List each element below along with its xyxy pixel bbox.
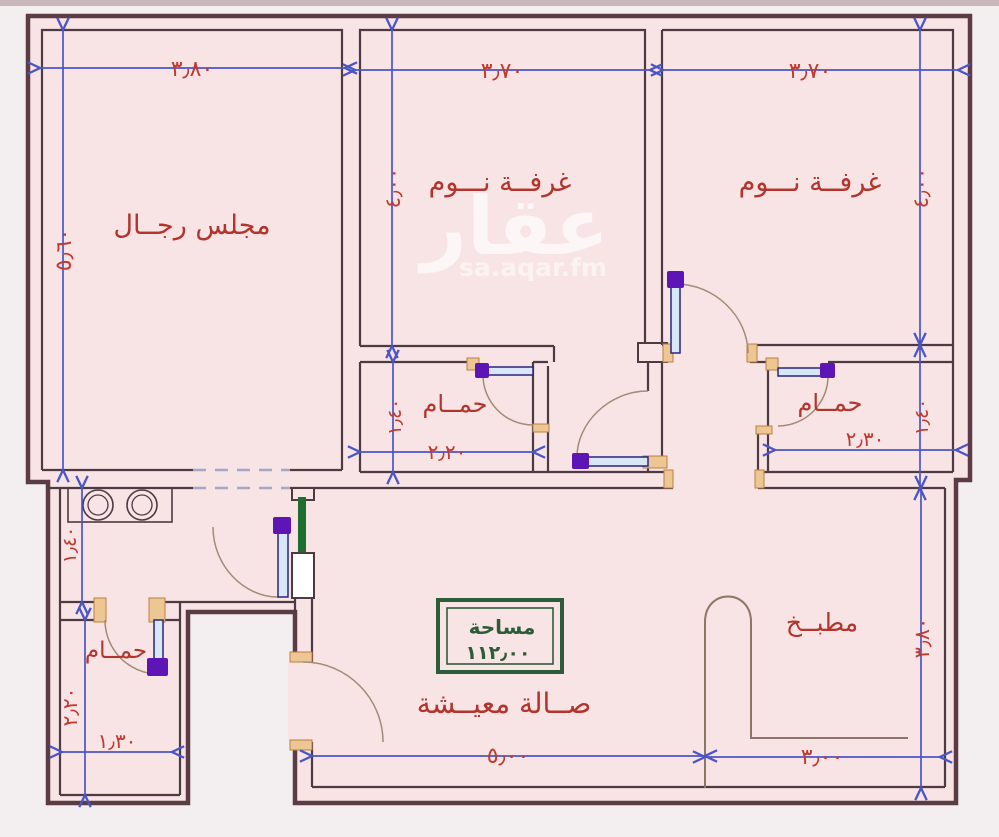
dim-bedroom-right-height: ٤٫٠٠ xyxy=(909,168,933,209)
wall-bedroom-right xyxy=(660,28,955,364)
jamb-passage-a xyxy=(663,469,674,489)
hinge-bath-mid-door xyxy=(475,363,489,378)
jamb-passage-b xyxy=(754,469,765,489)
dim-bedroom-right-width: ٣٫٧٠ xyxy=(789,59,832,84)
jamb-bath-right-b xyxy=(755,425,773,435)
dim-majlis-width: ٣٫٨٠ xyxy=(171,57,214,82)
leaf-hall-door xyxy=(277,525,289,598)
leaf-bath-mid-door xyxy=(482,366,534,376)
area-stamp-outer xyxy=(436,598,564,674)
jamb-entrance-a xyxy=(289,651,313,663)
door-jambs xyxy=(93,343,779,751)
top-edge-strip xyxy=(0,0,999,6)
wall-living xyxy=(293,488,947,789)
hinge-corridor-door xyxy=(572,453,589,469)
entrance-opening xyxy=(288,662,302,742)
hinge-hall-door xyxy=(273,517,291,534)
sink-basin-inner-right xyxy=(131,494,153,516)
arc-bath-right-door xyxy=(777,375,829,427)
dim-bedroom-mid-height: ٤٫٠٠ xyxy=(381,168,405,209)
arc-corridor-door xyxy=(576,390,649,458)
arc-hall-door xyxy=(212,526,279,598)
room-label-bath-right: حمــام xyxy=(798,389,863,417)
kitchen-partition xyxy=(704,595,908,788)
jamb-bath-right-a xyxy=(765,357,779,371)
hinge-bedroom-right-door xyxy=(667,271,684,288)
room-label-bedroom-mid: غرفــة نـــوم xyxy=(429,167,572,198)
area-stamp-inner xyxy=(446,607,554,665)
dim-hall-height: ١٫٤٠ xyxy=(59,527,81,564)
arc-bedroom-right-door xyxy=(675,283,749,354)
green-door-panel xyxy=(298,497,306,553)
room-label-bath-bottom-left: حمــام xyxy=(85,638,147,664)
room-label-bath-mid: حمــام xyxy=(423,390,488,418)
dim-bedroom-mid-width: ٣٫٧٠ xyxy=(481,59,524,84)
room-label-kitchen: مطبــخ xyxy=(786,608,858,638)
hinge-bath-right-door xyxy=(820,363,835,378)
area-stamp-title: مساحة xyxy=(469,615,536,639)
jamb-bath-bl-a xyxy=(93,597,107,623)
room-label-majlis: مجلس رجــال xyxy=(113,210,270,241)
sink-counter xyxy=(67,487,173,523)
room-label-bedroom-right: غرفــة نـــوم xyxy=(739,167,882,198)
wall-pillar xyxy=(291,552,315,599)
hinge-bath-bl-door xyxy=(147,658,168,676)
dim-bath-mid-height: ١٫٤٠ xyxy=(384,399,406,436)
dim-majlis-height: ٥٫٦٠ xyxy=(52,229,77,272)
dim-kitchen-width: ٣٫٠٠ xyxy=(801,745,844,770)
jamb-bedroom-right-b xyxy=(746,343,758,363)
dimension-lines xyxy=(40,30,958,795)
dim-bath-bl-width: ١٫٣٠ xyxy=(98,729,137,753)
watermark-logo: عقار xyxy=(417,180,609,274)
arc-entrance-door xyxy=(302,661,384,743)
arc-bath-mid-door xyxy=(482,374,534,426)
watermark-site: sa.aqar.fm xyxy=(459,253,607,282)
wall-bath-mid xyxy=(358,360,672,488)
dashed-opening xyxy=(193,468,290,490)
dim-bath-right-width: ٢٫٣٠ xyxy=(846,427,885,451)
dim-living-width: ٥٫٠٠ xyxy=(487,744,530,769)
dim-bath-right-height: ١٫٤٠ xyxy=(911,399,933,436)
sink-basin-outer-right xyxy=(126,489,158,521)
room-label-living: صــالة معيــشة xyxy=(417,687,592,720)
dim-bath-mid-width: ٢٫٢٠ xyxy=(428,440,467,464)
jamb-bath-mid-b xyxy=(532,423,550,433)
area-stamp-value: ١١٢٫٠٠ xyxy=(465,642,530,664)
jamb-entrance-b xyxy=(289,739,313,751)
door-hinges xyxy=(147,271,835,676)
jamb-bath-bl-b xyxy=(148,597,166,623)
dim-kitchen-height: ٣٫٨٠ xyxy=(910,618,934,659)
dim-bath-bl-height: ٢٫٢٠ xyxy=(58,688,82,727)
leaf-bedroom-right-door xyxy=(670,278,681,354)
